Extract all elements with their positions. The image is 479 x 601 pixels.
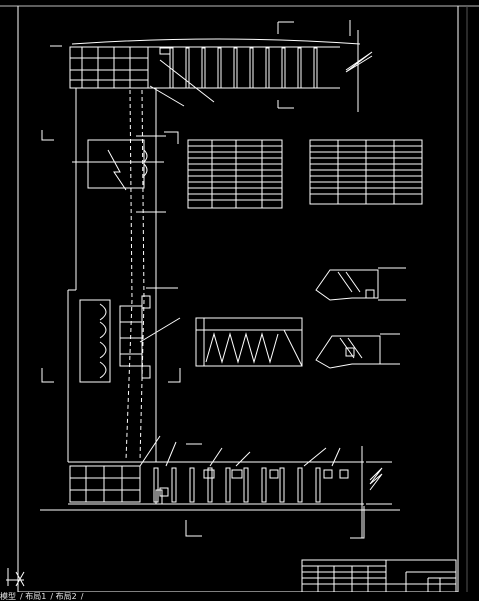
bottom-conveyor — [40, 435, 400, 538]
data-table-2 — [309, 139, 423, 205]
layout-tab-bar: 模型/ 布局1/ 布局2/ — [0, 592, 479, 601]
mechanism-detail-upper — [315, 267, 406, 301]
ucs-icon — [6, 568, 25, 587]
wagon-detail-middle — [79, 295, 181, 383]
wagon-detail-upper — [72, 139, 164, 191]
title-block — [301, 559, 457, 593]
tab-layout-2[interactable]: 布局2 — [55, 592, 77, 601]
tab-separator: / — [80, 592, 84, 601]
data-table-1 — [187, 139, 283, 209]
top-conveyor — [69, 20, 373, 112]
wave-chart — [195, 317, 303, 367]
tab-separator: / — [20, 592, 23, 601]
view-brackets — [41, 45, 365, 539]
tab-model[interactable]: 模型 — [0, 592, 16, 601]
tab-separator: / — [50, 592, 54, 601]
mechanism-detail-lower — [315, 333, 400, 369]
tab-layout-1[interactable]: 布局1 — [25, 592, 47, 601]
vertical-chute — [67, 88, 178, 462]
